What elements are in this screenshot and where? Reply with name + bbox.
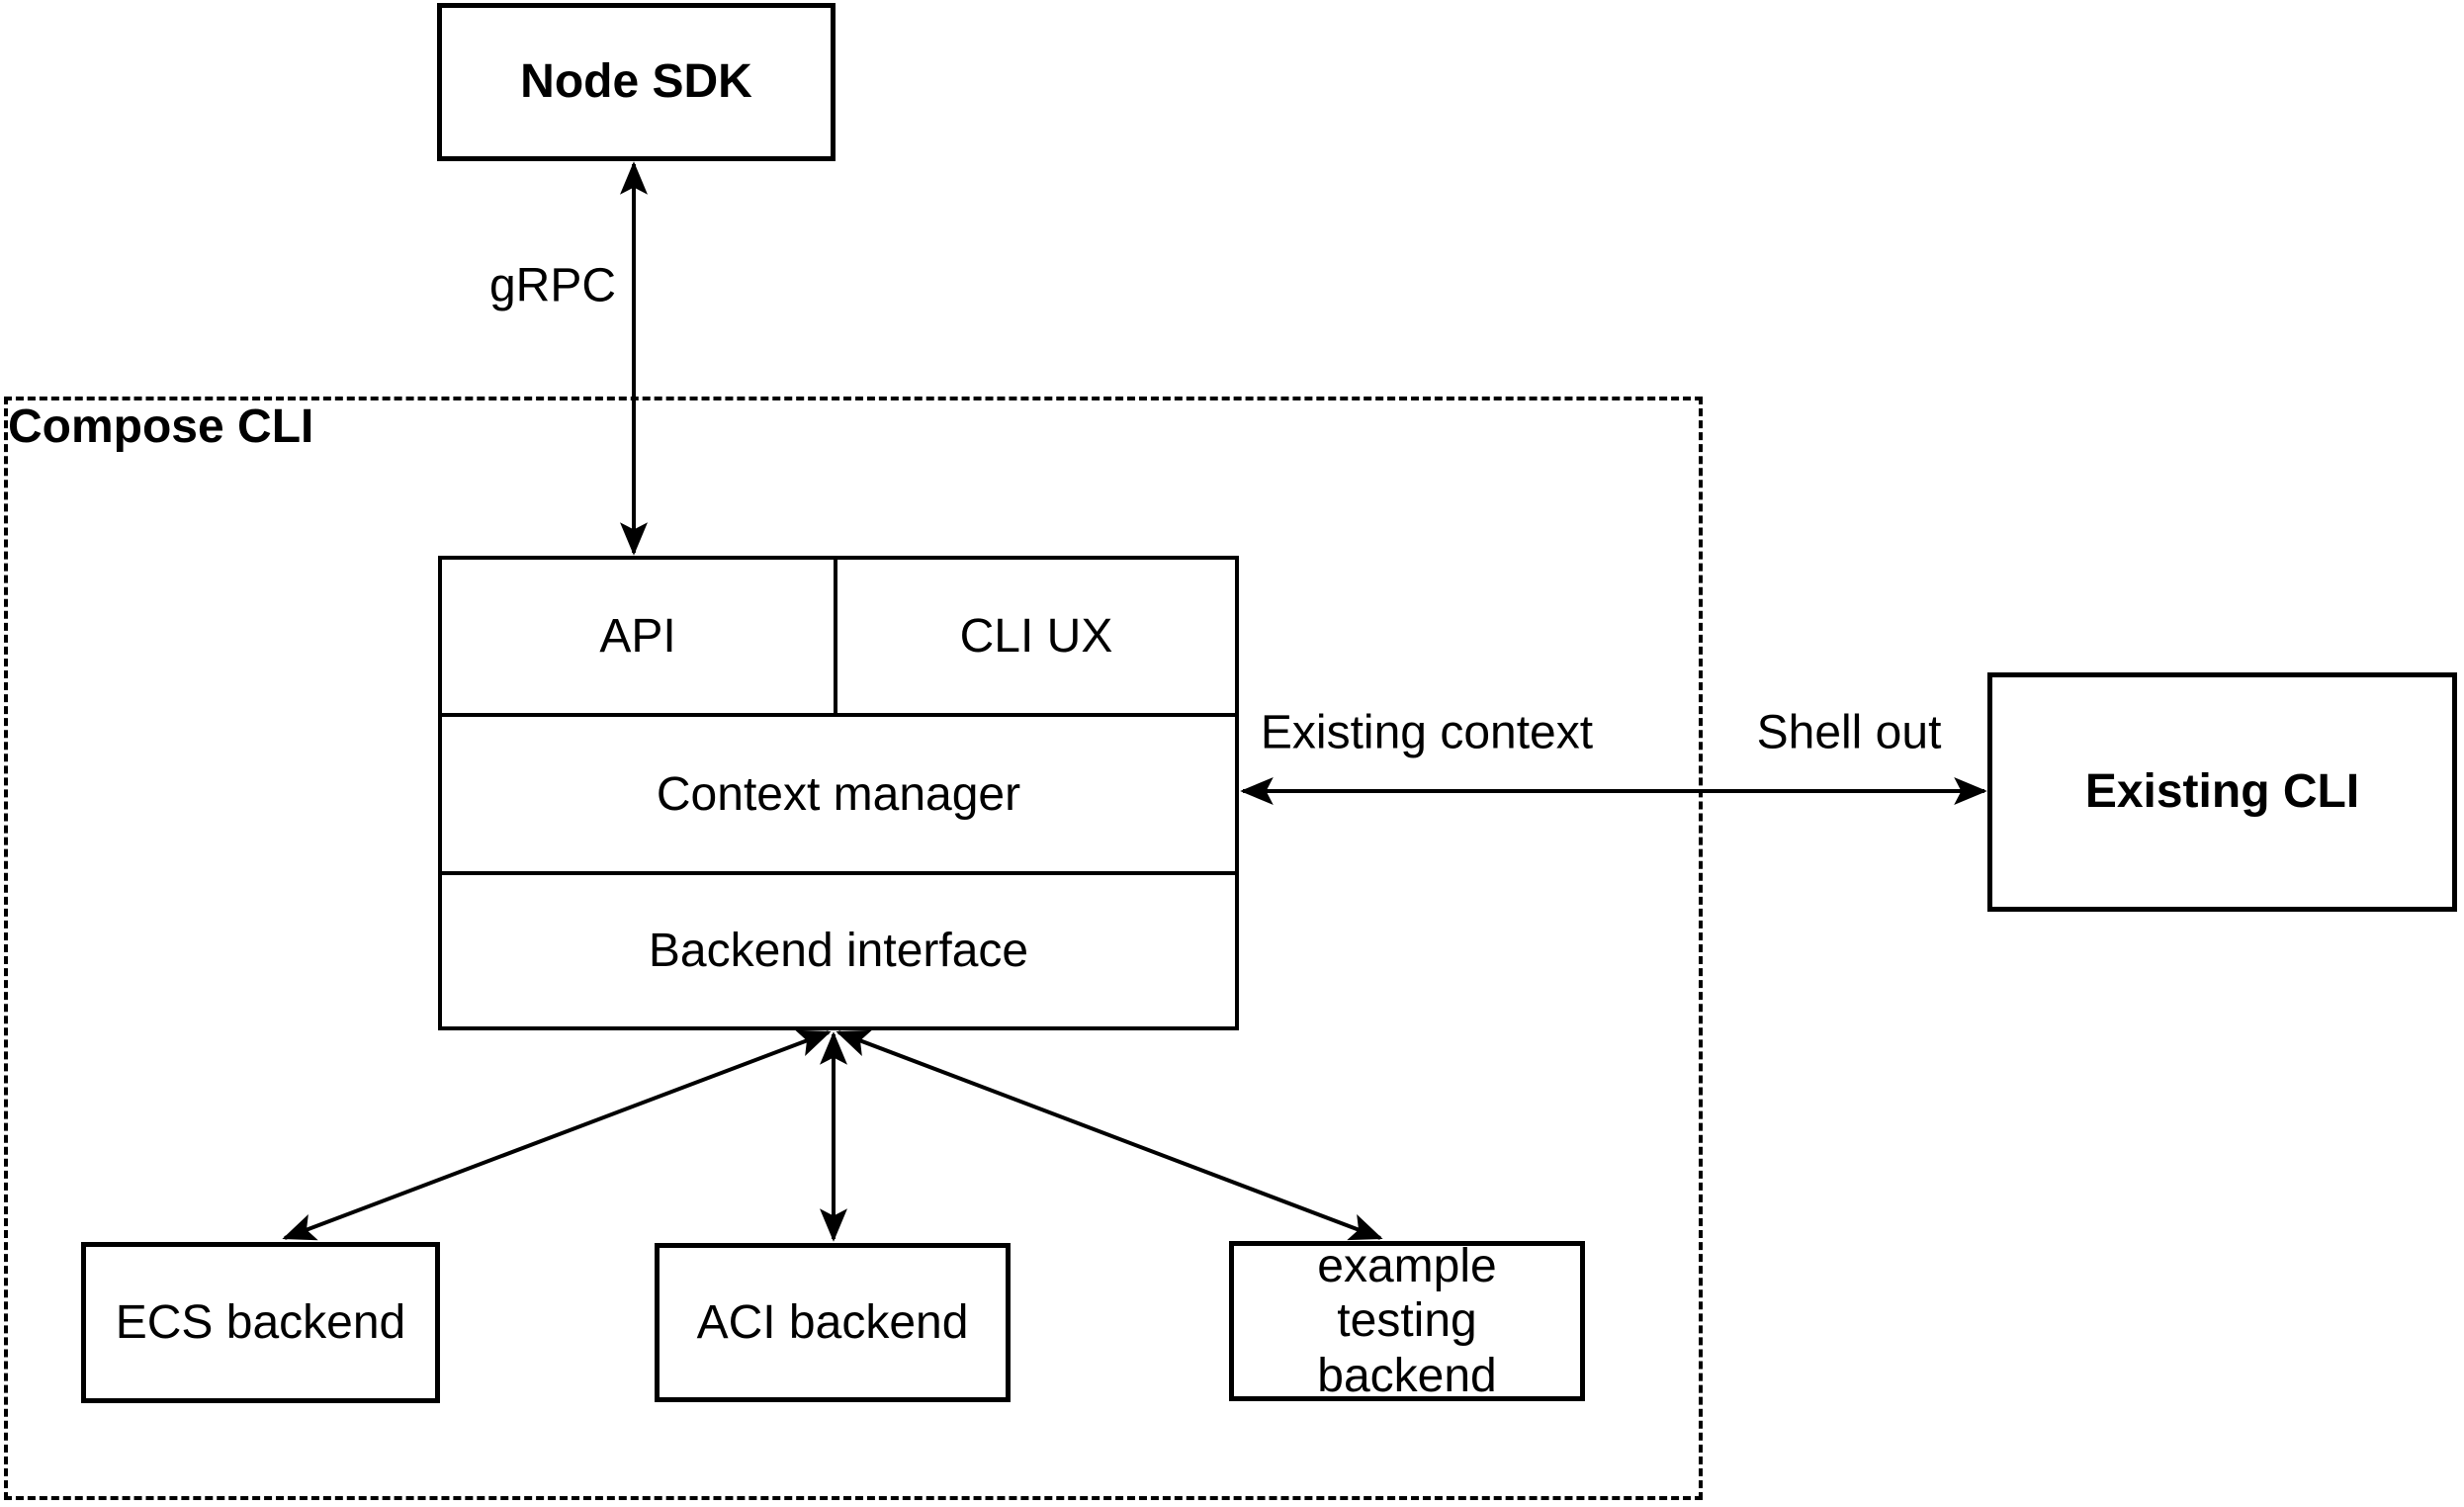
existing-context-edge-label: Existing context: [1256, 705, 1598, 760]
node-example-testing-backend: example testing backend: [1229, 1240, 1585, 1402]
compose-cli-group-label: Compose CLI: [8, 400, 314, 453]
existing-cli-label: Existing CLI: [2084, 765, 2360, 819]
node-ecs-backend: ECS backend: [81, 1242, 440, 1403]
node-cli-ux: CLI UX: [837, 560, 1235, 713]
shell-out-edge-label: Shell out: [1752, 705, 1946, 760]
node-aci-backend: ACI backend: [655, 1243, 1011, 1402]
context-manager-label: Context manager: [656, 767, 1021, 821]
example-testing-backend-label: example testing backend: [1317, 1240, 1497, 1402]
compose-cli-group-box: [4, 397, 1703, 1500]
node-existing-cli: Existing CLI: [1987, 672, 2457, 912]
node-context-manager: Context manager: [442, 713, 1235, 871]
node-node-sdk: Node SDK: [437, 3, 836, 161]
node-compose-cli-stack: API CLI UX Context manager Backend inter…: [438, 556, 1239, 1030]
aci-backend-label: ACI backend: [696, 1295, 969, 1349]
stack-top-row: API CLI UX: [442, 560, 1235, 713]
node-sdk-label: Node SDK: [520, 55, 752, 109]
backend-interface-label: Backend interface: [648, 925, 1029, 977]
cli-ux-label: CLI UX: [959, 610, 1113, 663]
node-backend-interface: Backend interface: [442, 871, 1235, 1026]
grpc-edge-label: gRPC: [484, 258, 621, 313]
node-api: API: [442, 560, 837, 713]
ecs-backend-label: ECS backend: [115, 1295, 406, 1349]
api-label: API: [599, 610, 676, 663]
